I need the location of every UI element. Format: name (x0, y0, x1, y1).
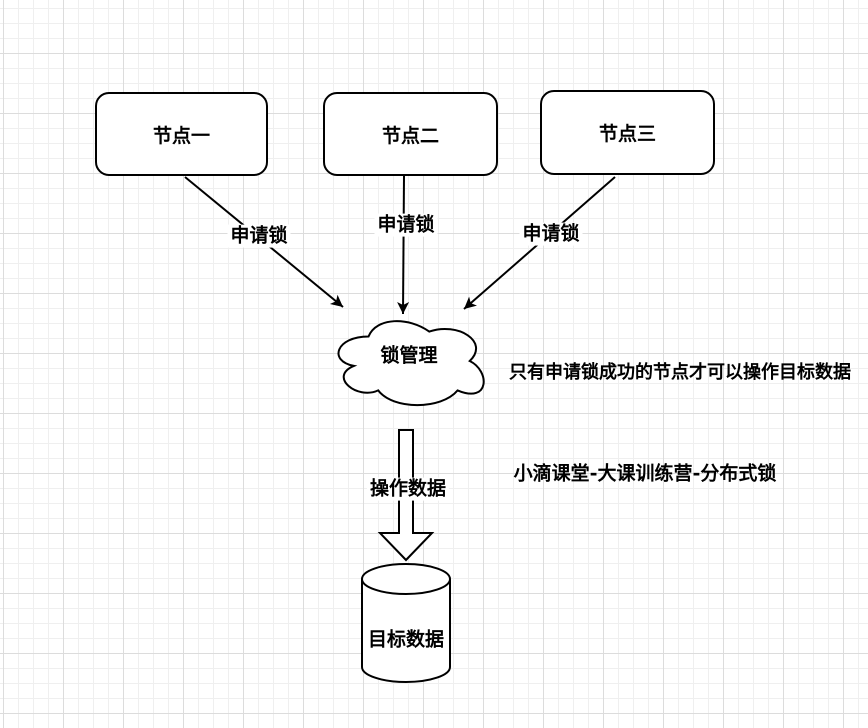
request-lock-edge-label-1[interactable]: 申请锁 (227, 224, 291, 248)
request-lock-edge-label-3[interactable]: 申请锁 (519, 222, 583, 246)
node-box-3[interactable]: 节点三 (540, 90, 715, 175)
node-box-2[interactable]: 节点二 (323, 92, 498, 176)
node-2-label: 节点二 (381, 124, 439, 147)
node-3-label: 节点三 (598, 123, 656, 145)
node-1-label: 节点一 (152, 124, 210, 147)
request-lock-edge-2[interactable] (397, 175, 410, 315)
lock-manager-cloud[interactable] (337, 320, 485, 407)
rule-note-text[interactable]: 只有申请锁成功的节点才可以操作目标数据 (509, 362, 851, 384)
target-database-label: 目标数据 (367, 628, 445, 651)
request-lock-edge-label-2[interactable]: 申请锁 (374, 213, 438, 237)
watermark-text[interactable]: 小滴课堂-大课训练营-分布式锁 (513, 462, 777, 485)
node-box-1[interactable]: 节点一 (95, 92, 268, 176)
lock-manager-cloud-label: 锁管理 (380, 344, 438, 367)
target-database-cylinder-top[interactable] (361, 563, 451, 595)
operate-data-edge-label[interactable]: 操作数据 (366, 477, 450, 501)
target-database-cylinder[interactable] (361, 579, 451, 683)
